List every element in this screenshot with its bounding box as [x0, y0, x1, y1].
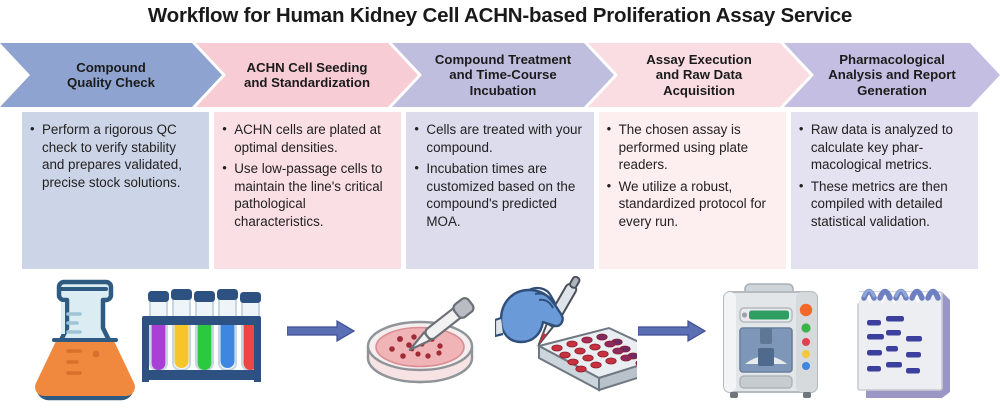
page-title: Workflow for Human Kidney Cell ACHN-base… — [147, 4, 853, 27]
detail-box-3-list: Cells are treated with your compound.Inc… — [412, 120, 583, 231]
plate-reader-instrument-icon — [718, 276, 826, 407]
detail-bullet: ACHN cells are plated at optimal densiti… — [220, 120, 391, 156]
workflow-step-3-label: Compound Treatment and Time-Course Incub… — [434, 51, 572, 98]
detail-box-5-list: Raw data is analyzed to calculate key ph… — [797, 120, 968, 231]
illustration-strip — [0, 272, 1000, 410]
workflow-step-1-label: Compound Quality Check — [67, 59, 155, 91]
workflow-step-5[interactable]: Pharmacological Analysis and Report Gene… — [784, 43, 1000, 107]
workflow-step-2[interactable]: ACHN Cell Seeding and Standardization — [196, 43, 418, 107]
detail-box-5: Raw data is analyzed to calculate key ph… — [790, 112, 979, 269]
detail-box-1: Perform a rigorous QC check to verify st… — [22, 112, 210, 269]
workflow-step-2-label: ACHN Cell Seeding and Standardization — [243, 59, 371, 91]
workflow-step-4[interactable]: Assay Execution and Raw Data Acquisition — [588, 43, 810, 107]
detail-box-1-list: Perform a rigorous QC check to verify st… — [28, 120, 199, 191]
detail-bullet: The chosen assay is performed using plat… — [605, 120, 776, 174]
detail-bullet: Incubation times are customized based on… — [412, 159, 583, 230]
petri-dish-pipette-icon — [362, 286, 490, 397]
detail-bullet: These metrics are then compiled with det… — [797, 177, 968, 231]
workflow-chevron-banner: Compound Quality Check ACHN Cell Seeding… — [0, 43, 1000, 107]
detail-box-2-list: ACHN cells are plated at optimal densiti… — [220, 120, 391, 231]
detail-box-2: ACHN cells are plated at optimal densiti… — [214, 112, 402, 269]
detail-bullet: Use low-passage cells to maintain the li… — [220, 159, 391, 230]
arrow-right-icon-1 — [286, 319, 356, 347]
workflow-step-1[interactable]: Compound Quality Check — [0, 43, 222, 107]
workflow-step-3[interactable]: Compound Treatment and Time-Course Incub… — [392, 43, 614, 107]
gloved-hand-microplate-icon — [493, 275, 672, 407]
workflow-step-4-label: Assay Execution and Raw Data Acquisition — [646, 51, 752, 98]
detail-box-3: Cells are treated with your compound.Inc… — [406, 112, 594, 269]
detail-box-row: Perform a rigorous QC check to verify st… — [22, 112, 979, 269]
detail-bullet: We utilize a robust, standardized protoc… — [605, 177, 776, 231]
arrow-right-icon-2 — [637, 319, 707, 347]
detail-box-4: The chosen assay is performed using plat… — [598, 112, 786, 269]
detail-bullet: Raw data is analyzed to calculate key ph… — [797, 120, 968, 174]
report-notepad-icon — [846, 278, 958, 405]
erlenmeyer-flask-icon — [30, 274, 140, 409]
detail-box-4-list: The chosen assay is performed using plat… — [605, 120, 776, 231]
test-tube-rack-icon — [140, 286, 265, 401]
workflow-step-5-label: Pharmacological Analysis and Report Gene… — [828, 51, 956, 98]
detail-bullet: Perform a rigorous QC check to verify st… — [28, 120, 199, 191]
detail-bullet: Cells are treated with your compound. — [412, 120, 583, 156]
